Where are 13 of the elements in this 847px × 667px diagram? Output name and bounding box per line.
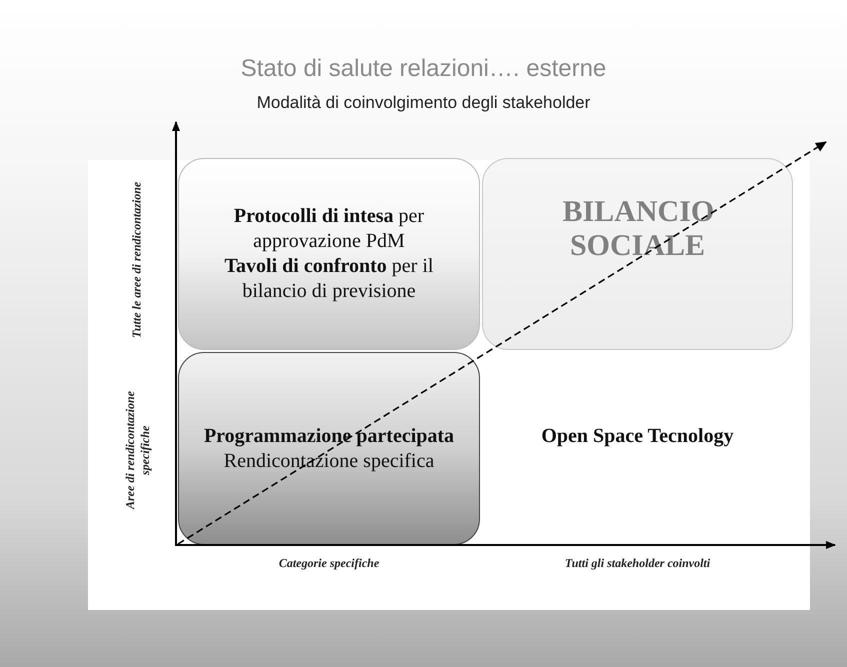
quadrant-text: Tavoli di confronto per il bilancio di previsione [224,254,434,304]
axis-label: Tutti gli stakeholder coinvolti [564,556,712,571]
quadrant-box [178,158,480,350]
axis-label: Tutte le aree di rendicontazione [128,180,144,340]
quadrant-text: Programmazione partecipata Rendicontazione specifica [202,424,456,474]
quadrant-title: BILANCIO SOCIALE [562,195,712,263]
axis-label: Aree di rendicontazione specifiche [122,390,153,512]
quadrant-box [482,158,793,350]
subtitle: Modalità di coinvolgimento degli stakeholder [256,93,592,113]
quadrant-text: Open Space Tecnology [541,424,734,448]
title: Stato di salute relazioni…. esterne [240,55,608,83]
quadrant-box [178,352,480,545]
axis-label: Categorie specifiche [278,556,380,571]
